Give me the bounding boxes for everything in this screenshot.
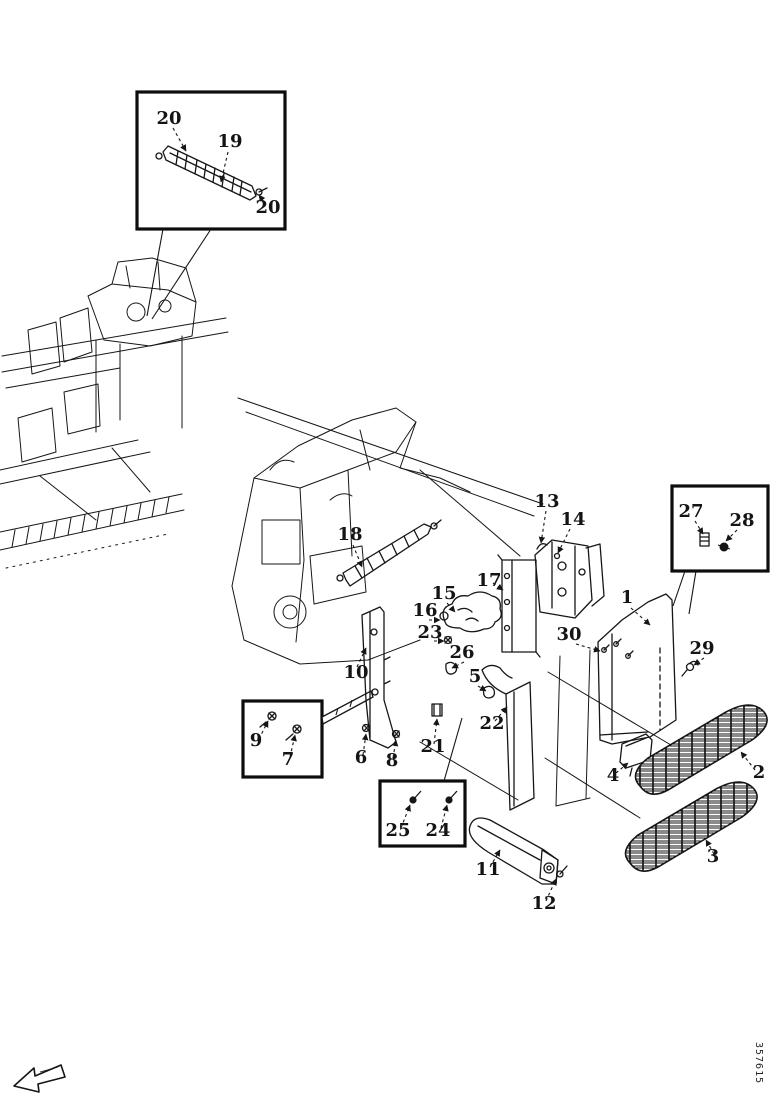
direction-arrow-icon — [13, 1064, 66, 1093]
part-25-bolt — [409, 790, 422, 804]
callout-19: 19 — [217, 131, 242, 152]
part-24-bolt — [445, 790, 458, 804]
inset-box-frame — [378, 779, 467, 848]
callout-labels: 20 19 20 13 14 27 28 18 15 17 16 23 26 1… — [156, 108, 765, 914]
part-17-plate — [497, 554, 541, 658]
inset-leader-27-28-a — [672, 570, 686, 607]
part-29-clip — [681, 660, 699, 677]
part-20-fastener-left — [155, 152, 163, 160]
callout-7: 7 — [282, 749, 295, 770]
vehicle-assembly-sketch — [0, 257, 677, 819]
callout-4: 4 — [607, 765, 620, 786]
part-15-16-assembly — [439, 591, 502, 645]
callout-30: 30 — [556, 624, 581, 645]
callout-15: 15 — [431, 583, 456, 604]
callout-12: 12 — [531, 893, 556, 914]
part-16-bushing — [439, 611, 449, 621]
callout-13: 13 — [534, 491, 559, 512]
inset-pointer-wedge — [321, 690, 374, 726]
callout-8: 8 — [386, 750, 399, 771]
callout-28: 28 — [729, 510, 754, 531]
inset-box-frame — [241, 699, 324, 779]
inset-leader-27-28-b — [688, 570, 697, 615]
callout-25: 25 — [385, 820, 410, 841]
part-3-grille — [624, 781, 758, 872]
callout-27: 27 — [678, 501, 703, 522]
part-12-bolt — [556, 865, 568, 878]
part-9-screw — [259, 711, 277, 728]
inset-leader-sill-a — [146, 228, 164, 317]
callout-9: 9 — [250, 730, 263, 751]
part-18-strut — [336, 519, 442, 587]
callout-5: 5 — [469, 666, 482, 687]
part-6-bolt — [361, 723, 371, 733]
part-14-bolt — [553, 552, 561, 560]
part-5-clip — [482, 685, 496, 699]
part-7-screw — [285, 724, 302, 741]
callout-23: 23 — [417, 622, 442, 643]
part-30-bolts — [601, 638, 634, 659]
callout-leader-lines — [172, 127, 756, 902]
part-26-clip — [445, 661, 458, 675]
inset-box-frame — [670, 484, 770, 573]
callout-18: 18 — [337, 524, 362, 545]
callout-20-b: 20 — [255, 197, 280, 218]
callout-2: 2 — [753, 762, 766, 783]
part-8-bolt — [391, 729, 401, 739]
figure-code: 357615 — [753, 1042, 764, 1084]
part-1-panel — [597, 593, 677, 745]
callout-11: 11 — [475, 859, 500, 880]
callout-20-a: 20 — [156, 108, 181, 129]
callout-10: 10 — [343, 662, 368, 683]
part-27-clip — [699, 532, 710, 547]
callout-3: 3 — [707, 846, 720, 867]
callout-24: 24 — [425, 820, 450, 841]
callout-22: 22 — [479, 713, 504, 734]
part-2-grille — [634, 704, 768, 795]
inset-box-sill-strip — [135, 90, 287, 320]
part-22-panel — [481, 664, 535, 811]
part-19-sill-strip — [155, 145, 268, 201]
part-13-14-bracket — [534, 539, 605, 619]
callout-17: 17 — [476, 570, 501, 591]
inset-leader-25-24 — [443, 717, 463, 782]
inset-box-fasteners-9-7 — [241, 690, 374, 779]
callout-14: 14 — [560, 509, 585, 530]
inset-leader-sill-b — [151, 228, 212, 320]
callout-16: 16 — [412, 600, 437, 621]
callout-1: 1 — [621, 587, 634, 608]
callout-26: 26 — [449, 642, 474, 663]
inset-pointer-hatch — [335, 699, 353, 716]
inset-box-fasteners-25-24 — [378, 717, 467, 848]
part-28-nut — [717, 542, 731, 552]
inset-box-fasteners-27-28 — [670, 484, 770, 615]
callout-29: 29 — [689, 638, 714, 659]
callout-6: 6 — [355, 747, 368, 768]
part-21-clip — [431, 703, 443, 717]
callout-21: 21 — [420, 736, 445, 757]
